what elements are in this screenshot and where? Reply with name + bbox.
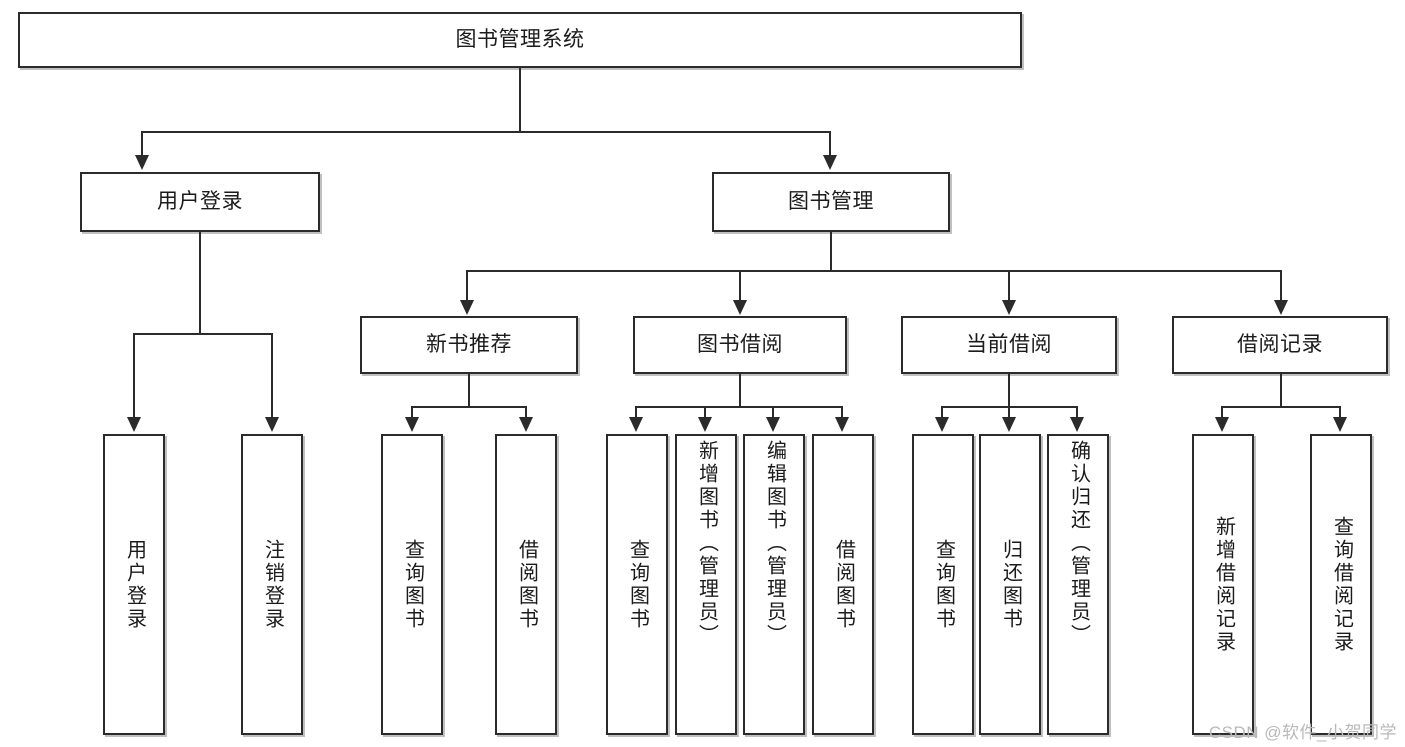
edge-nbr-drop-1 xyxy=(411,406,413,417)
node-leaf-11[interactable]: 确认归还（管理员） xyxy=(1047,434,1109,735)
node-book-manage[interactable]: 图书管理 xyxy=(712,172,950,232)
node-book-borrow-label: 图书借阅 xyxy=(697,332,783,356)
edge-level3-drop-1 xyxy=(466,270,468,300)
arrowhead-leaf-7 xyxy=(766,417,780,432)
arrowhead-leaf-2 xyxy=(265,417,279,432)
node-new-book-recommend[interactable]: 新书推荐 xyxy=(360,316,578,374)
node-leaf-12[interactable]: 新增借阅记录 xyxy=(1192,434,1254,735)
arrowhead-leaf-13 xyxy=(1333,417,1347,432)
edge-br-bus xyxy=(1221,406,1341,408)
edge-nbr-bus xyxy=(411,406,527,408)
arrowhead-leaf-10 xyxy=(1002,417,1016,432)
edge-level2-drop-right xyxy=(829,131,831,155)
node-leaf-4[interactable]: 借阅图书 xyxy=(495,434,557,735)
node-leaf-3-label: 查询图书 xyxy=(401,538,424,631)
edge-bb-drop-3 xyxy=(772,406,774,417)
node-leaf-4-label: 借阅图书 xyxy=(515,538,538,631)
node-leaf-7[interactable]: 编辑图书（管理员） xyxy=(743,434,805,735)
node-root[interactable]: 图书管理系统 xyxy=(18,12,1022,68)
edge-cb-drop-2 xyxy=(1008,406,1010,417)
node-leaf-12-label: 新增借阅记录 xyxy=(1212,515,1235,654)
arrowhead-leaf-1 xyxy=(127,417,141,432)
edge-cb-drop-3 xyxy=(1076,406,1078,417)
edge-user-login-stem xyxy=(199,232,201,335)
arrowhead-user-login xyxy=(135,155,149,170)
edge-bb-drop-2 xyxy=(704,406,706,417)
node-leaf-1[interactable]: 用户登录 xyxy=(103,434,165,735)
node-new-book-recommend-label: 新书推荐 xyxy=(426,332,512,356)
edge-level3-bus xyxy=(466,270,1282,272)
node-leaf-2[interactable]: 注销登录 xyxy=(241,434,303,735)
edge-nbr-drop-2 xyxy=(525,406,527,417)
node-book-manage-label: 图书管理 xyxy=(788,189,874,213)
node-leaf-8[interactable]: 借阅图书 xyxy=(812,434,874,735)
node-leaf-6[interactable]: 新增图书（管理员） xyxy=(675,434,737,735)
edge-level3-drop-3 xyxy=(1008,270,1010,300)
node-leaf-5-label: 查询图书 xyxy=(626,538,649,631)
node-leaf-2-label: 注销登录 xyxy=(261,538,284,631)
edge-br-stem xyxy=(1280,374,1282,408)
node-leaf-10[interactable]: 归还图书 xyxy=(979,434,1041,735)
node-borrow-record[interactable]: 借阅记录 xyxy=(1172,316,1388,374)
edge-br-drop-1 xyxy=(1221,406,1223,417)
edge-level3-drop-2 xyxy=(739,270,741,300)
edge-root-stem xyxy=(519,68,521,133)
node-leaf-7-label: 编辑图书（管理员） xyxy=(763,440,786,647)
node-leaf-9-label: 查询图书 xyxy=(932,538,955,631)
edge-nbr-stem xyxy=(468,374,470,408)
csdn-watermark: CSDN @软件_小贺同学 xyxy=(1208,723,1397,742)
edge-level3-drop-4 xyxy=(1280,270,1282,300)
node-borrow-record-label: 借阅记录 xyxy=(1237,332,1323,356)
node-leaf-13[interactable]: 查询借阅记录 xyxy=(1310,434,1372,735)
arrowhead-current-borrow xyxy=(1002,300,1016,315)
arrowhead-new-book-recommend xyxy=(460,300,474,315)
edge-bb-bus xyxy=(635,406,843,408)
arrowhead-book-borrow xyxy=(733,300,747,315)
arrowhead-leaf-5 xyxy=(629,417,643,432)
arrowhead-borrow-record xyxy=(1274,300,1288,315)
node-leaf-8-label: 借阅图书 xyxy=(832,538,855,631)
arrowhead-leaf-12 xyxy=(1215,417,1229,432)
edge-book-manage-stem xyxy=(830,232,832,272)
edge-bb-stem xyxy=(739,374,741,408)
edge-br-drop-2 xyxy=(1339,406,1341,417)
node-leaf-11-label: 确认归还（管理员） xyxy=(1067,440,1090,647)
arrowhead-book-manage xyxy=(823,155,837,170)
arrowhead-leaf-11 xyxy=(1070,417,1084,432)
arrowhead-leaf-3 xyxy=(405,417,419,432)
node-leaf-10-label: 归还图书 xyxy=(999,538,1022,631)
node-current-borrow[interactable]: 当前借阅 xyxy=(901,316,1117,374)
edge-user-login-bus xyxy=(133,333,273,335)
edge-user-login-drop-1 xyxy=(133,333,135,417)
edge-user-login-drop-2 xyxy=(271,333,273,417)
edge-cb-drop-1 xyxy=(941,406,943,417)
node-book-borrow[interactable]: 图书借阅 xyxy=(633,316,847,374)
edge-level2-drop-left xyxy=(141,131,143,155)
node-current-borrow-label: 当前借阅 xyxy=(966,332,1052,356)
edge-level2-bus xyxy=(141,131,831,133)
arrowhead-leaf-8 xyxy=(835,417,849,432)
node-leaf-13-label: 查询借阅记录 xyxy=(1330,515,1353,654)
edge-cb-stem xyxy=(1008,374,1010,408)
node-user-login[interactable]: 用户登录 xyxy=(80,172,320,232)
node-root-label: 图书管理系统 xyxy=(455,27,585,51)
arrowhead-leaf-9 xyxy=(935,417,949,432)
node-leaf-1-label: 用户登录 xyxy=(123,538,146,631)
node-leaf-5[interactable]: 查询图书 xyxy=(606,434,668,735)
node-user-login-label: 用户登录 xyxy=(157,189,243,213)
edge-bb-drop-1 xyxy=(635,406,637,417)
edge-bb-drop-4 xyxy=(841,406,843,417)
arrowhead-leaf-4 xyxy=(519,417,533,432)
node-leaf-9[interactable]: 查询图书 xyxy=(912,434,974,735)
node-leaf-3[interactable]: 查询图书 xyxy=(381,434,443,735)
node-leaf-6-label: 新增图书（管理员） xyxy=(695,440,718,647)
arrowhead-leaf-6 xyxy=(698,417,712,432)
